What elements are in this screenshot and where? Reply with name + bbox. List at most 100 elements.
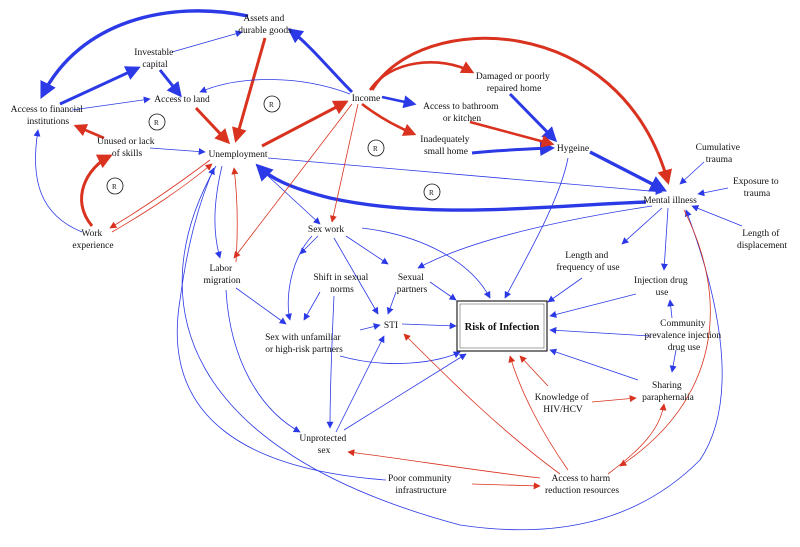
link-smallhome-to-hygeine bbox=[471, 141, 555, 157]
node-injection-drug-use: Injection drug use bbox=[634, 276, 690, 298]
link-unemployment-to-income bbox=[261, 100, 349, 148]
link-sexwork-to-risk bbox=[361, 227, 491, 299]
node-sharing-paraphernalia: Sharing paraphernalia bbox=[642, 381, 694, 403]
node-access-land: Access to land bbox=[154, 95, 210, 105]
link-capital-to-land bbox=[158, 69, 182, 98]
node-access-harm-reduction: Access to harm reduction resources bbox=[545, 474, 619, 496]
node-investable-capital: Investable capital bbox=[134, 48, 175, 70]
node-shift-norms: Shift in sexual norms bbox=[313, 272, 370, 295]
svg-text:R: R bbox=[112, 183, 117, 191]
svg-text:R: R bbox=[429, 189, 434, 197]
link-unprotected-to-risk bbox=[343, 353, 467, 431]
link-unused-to-financial bbox=[73, 124, 105, 140]
node-cumulative-trauma: Cumulative trauma bbox=[696, 143, 743, 165]
link-sexwork-to-shift bbox=[299, 235, 319, 255]
node-unused-skills: Unused or lack of skills bbox=[97, 137, 157, 159]
node-exposure-trauma: Exposure to trauma bbox=[733, 177, 781, 199]
loop-marker-1: R bbox=[263, 95, 281, 113]
link-income-to-bathroom bbox=[381, 95, 417, 109]
link-knowledge-to-sharing bbox=[591, 395, 637, 403]
link-injection-to-risk bbox=[549, 293, 637, 318]
link-assets-to-unemployment bbox=[232, 37, 267, 143]
link-land-to-unemployment bbox=[194, 106, 231, 145]
node-income: Income bbox=[352, 94, 381, 104]
link-workexp-to-unemployment bbox=[111, 163, 213, 233]
link-cumulative-to-mental bbox=[679, 161, 705, 185]
link-mental-to-harm bbox=[619, 209, 711, 467]
nodes: Assets and durable goods Investable capi… bbox=[11, 14, 788, 496]
link-harm-to-risk bbox=[508, 355, 569, 471]
node-labor-migration: Labor migration bbox=[204, 264, 241, 286]
node-sti: STI bbox=[384, 321, 398, 331]
link-assets-to-financial bbox=[40, 9, 249, 100]
link-sexwork-to-partners bbox=[345, 235, 389, 265]
link-infrastructure-to-harm bbox=[471, 482, 541, 490]
link-income-to-assets bbox=[287, 28, 354, 94]
link-unemployment-to-workexp bbox=[109, 159, 211, 229]
link-sexwork-to-sti bbox=[333, 237, 379, 315]
node-work-experience: Work experience bbox=[72, 229, 113, 251]
link-knowledge-to-risk bbox=[519, 355, 549, 387]
link-mental-to-injection bbox=[660, 207, 669, 271]
node-unemployment: Unemployment bbox=[208, 150, 267, 160]
link-community-to-sharing bbox=[669, 349, 677, 373]
link-workexp-to-financial bbox=[33, 129, 83, 233]
loop-marker-2: R bbox=[148, 113, 166, 131]
link-harm-to-sti bbox=[403, 333, 561, 475]
link-labor-to-unemployment bbox=[231, 167, 239, 263]
node-inadequately-small-home: Inadequately small home bbox=[420, 135, 471, 157]
node-knowledge-hiv: Knowledge of HIV/HCV bbox=[535, 392, 591, 415]
links bbox=[33, 9, 743, 531]
link-unemployment-to-harm bbox=[181, 165, 723, 531]
link-workexp-to-unused bbox=[80, 154, 113, 227]
link-sti-to-risk bbox=[401, 322, 457, 330]
link-harm-to-unprotected bbox=[347, 449, 541, 479]
link-hygeine-to-mental bbox=[589, 150, 668, 192]
node-sex-unfamiliar: Sex with unfamiliar or high-risk partner… bbox=[265, 332, 343, 355]
link-bathroom-to-hygeine bbox=[469, 120, 555, 148]
node-risk-of-infection: Risk of Infection bbox=[465, 322, 540, 333]
link-unfamiliar-to-sti bbox=[359, 323, 381, 331]
link-unemployment-to-labor bbox=[214, 165, 223, 259]
link-mental-to-lengthuse bbox=[621, 207, 663, 245]
link-mental-to-unemployment bbox=[255, 163, 647, 212]
link-harm-to-sharing bbox=[607, 403, 667, 475]
loop-marker-3: R bbox=[367, 139, 385, 157]
link-income-to-land bbox=[199, 79, 351, 95]
link-income-to-sexwork bbox=[329, 103, 359, 223]
link-unused-to-unemployment bbox=[149, 147, 206, 156]
loop-marker-4: R bbox=[106, 177, 124, 195]
node-sex-work: Sex work bbox=[308, 225, 344, 235]
link-lengthuse-to-risk bbox=[547, 277, 583, 303]
node-length-displacement: Length of displacement bbox=[737, 228, 787, 251]
node-mental-illness: Mental illness bbox=[643, 196, 697, 206]
node-assets: Assets and durable goods bbox=[238, 14, 292, 36]
link-financial-to-land bbox=[71, 96, 151, 111]
node-damaged-home: Damaged or poorly repaired home bbox=[476, 72, 552, 94]
link-income-to-labor bbox=[233, 103, 353, 259]
link-sharing-to-risk bbox=[549, 348, 639, 381]
link-infrastructure-to-unemployment bbox=[176, 167, 387, 481]
node-unprotected-sex: Unprotected sex bbox=[299, 434, 348, 456]
node-access-financial: Access to financial institutions bbox=[11, 104, 86, 127]
link-shift-to-unfamiliar bbox=[303, 291, 321, 321]
node-risk-of-infection-box: Risk of Infection bbox=[456, 300, 548, 352]
node-poor-infrastructure: Poor community infrastructure bbox=[388, 474, 454, 496]
link-unfamiliar-to-risk bbox=[339, 351, 461, 364]
link-income-to-mental bbox=[370, 36, 672, 185]
svg-text:R: R bbox=[373, 145, 378, 153]
svg-text:R: R bbox=[154, 119, 159, 127]
link-shift-to-unprotected bbox=[326, 295, 335, 429]
link-partners-to-sti bbox=[386, 291, 397, 315]
link-damaged-to-hygeine bbox=[508, 92, 558, 143]
link-labor-to-unfamiliar bbox=[235, 287, 287, 325]
link-displacement-to-mental bbox=[691, 205, 743, 227]
link-hygeine-to-risk bbox=[504, 157, 569, 299]
link-sexwork-to-unfamiliar bbox=[285, 235, 313, 321]
link-unprotected-to-sti bbox=[335, 335, 385, 433]
node-sexual-partners: Sexual partners bbox=[397, 273, 428, 295]
loop-markers: R R R R R bbox=[106, 95, 441, 201]
link-partners-to-risk bbox=[429, 281, 457, 301]
